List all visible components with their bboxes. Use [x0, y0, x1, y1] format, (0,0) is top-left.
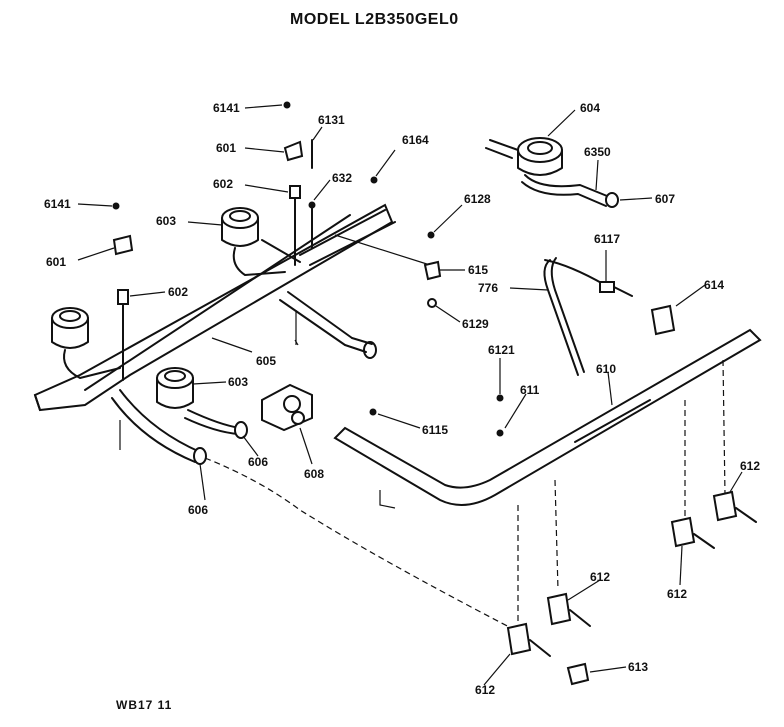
manifold-610	[333, 328, 762, 509]
brackets-601	[112, 140, 304, 256]
label-604: 604	[580, 101, 600, 115]
label-6141-left: 6141	[44, 197, 71, 211]
screws-6141	[112, 101, 291, 210]
label-632: 632	[332, 171, 352, 185]
label-611: 611	[520, 383, 540, 397]
label-6164: 6164	[402, 133, 429, 147]
screw-6131	[308, 139, 316, 249]
burner-left-front	[51, 307, 121, 379]
venturi-tubes	[111, 389, 248, 465]
clip-615-assembly	[423, 231, 442, 308]
burner-rear-right	[485, 137, 619, 208]
label-6350: 6350	[584, 145, 611, 159]
regulator-608	[261, 383, 313, 432]
label-612-right: 612	[667, 587, 687, 601]
valves-612	[506, 490, 757, 657]
label-607: 607	[655, 192, 675, 206]
label-6115: 6115	[422, 423, 448, 437]
burner-left-rear	[221, 207, 301, 276]
label-605: 605	[256, 354, 276, 368]
label-6117: 6117	[594, 232, 620, 246]
label-6131: 6131	[318, 113, 345, 127]
label-610: 610	[596, 362, 616, 376]
rod-776	[543, 257, 585, 376]
label-612-bottom: 612	[475, 683, 495, 697]
label-6129: 6129	[462, 317, 489, 331]
clip-613	[566, 662, 590, 686]
manifold-screws	[369, 394, 504, 437]
label-601-top: 601	[216, 141, 236, 155]
label-6121: 6121	[488, 343, 515, 357]
label-613: 613	[628, 660, 648, 674]
label-776: 776	[478, 281, 498, 295]
label-603-top: 603	[156, 214, 176, 228]
callout-leaders	[77, 104, 743, 686]
label-6141-top: 6141	[213, 101, 240, 115]
fitting-6117	[544, 259, 633, 297]
label-612-middle: 612	[590, 570, 610, 584]
drawing-code: WB17 11	[116, 698, 172, 712]
model-title: MODEL L2B350GEL0	[290, 11, 459, 28]
label-608: 608	[304, 467, 324, 481]
valve-leaders	[204, 339, 726, 631]
label-603-center: 603	[228, 375, 248, 389]
label-612-far-right: 612	[740, 459, 760, 473]
label-606-right: 606	[248, 455, 268, 469]
label-614: 614	[704, 278, 724, 292]
support-tubes	[119, 291, 377, 450]
label-601-left: 601	[46, 255, 66, 269]
rear-frame	[299, 209, 431, 266]
label-615: 615	[468, 263, 488, 277]
label-602-left: 602	[168, 285, 188, 299]
label-6128: 6128	[464, 192, 491, 206]
part-labels: 6141 601 6131 602 632 603 6164 6141 601 …	[44, 101, 760, 697]
label-602-top: 602	[213, 177, 233, 191]
burner-center-front	[156, 367, 241, 435]
burner-support-bar	[33, 203, 394, 412]
valve-614	[650, 304, 676, 336]
igniter-assemblies	[117, 185, 301, 381]
screw-6164	[370, 176, 378, 184]
label-606-left: 606	[188, 503, 208, 517]
